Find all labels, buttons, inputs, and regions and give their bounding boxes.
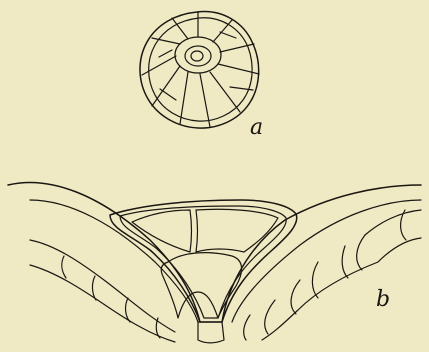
part-b-label: b — [376, 287, 390, 312]
part-a-radial-walls — [142, 12, 259, 127]
part-a-middle-ring — [175, 37, 221, 73]
figure-part-b: b — [8, 182, 421, 343]
part-b-right-outer-wall — [222, 185, 421, 322]
central-cluster-inner-outline — [120, 206, 286, 318]
part-b-left-cells — [30, 240, 175, 342]
part-a-core-ring — [191, 51, 203, 61]
part-a-inner-ring — [185, 46, 211, 66]
central-cell-tip — [198, 322, 224, 343]
part-b-left-inner-wall — [30, 200, 198, 322]
central-cell-lower — [161, 253, 241, 318]
figure-part-a: a — [140, 12, 263, 140]
central-cell-upper-left — [132, 210, 192, 252]
part-a-outer-ring — [149, 18, 253, 121]
part-a-label: a — [250, 115, 263, 140]
central-cluster-outline — [110, 200, 297, 322]
central-cell-upper-right — [196, 209, 278, 252]
